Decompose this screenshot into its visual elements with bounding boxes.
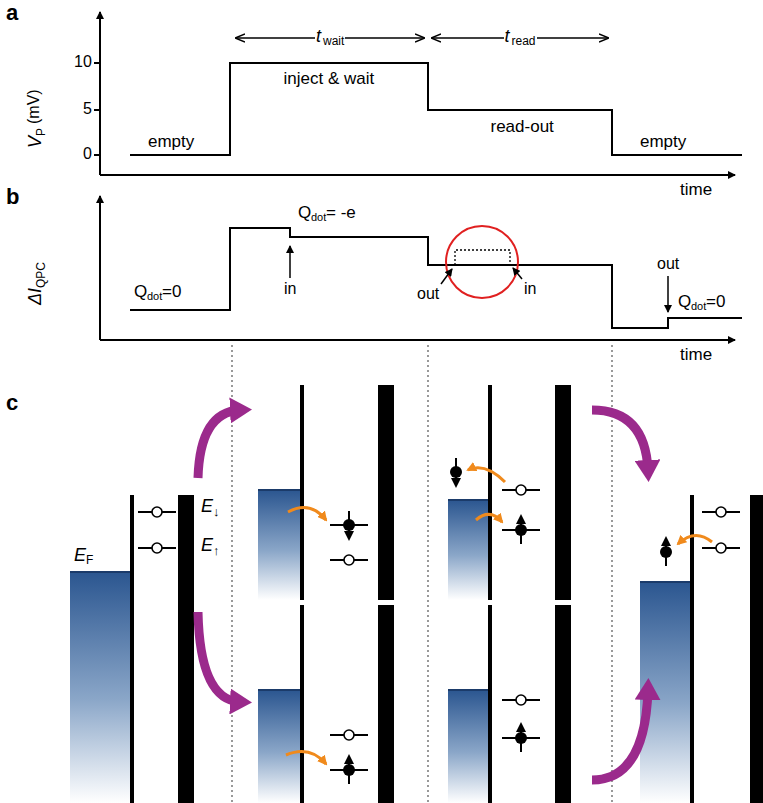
axes-b	[100, 196, 735, 340]
dotted-separators	[232, 345, 612, 803]
sequence-arrows	[198, 410, 648, 780]
charge-label: Q	[298, 204, 311, 221]
charge-label: dot	[311, 212, 326, 223]
charge-label: Q	[134, 283, 147, 300]
qpc-current-trace	[130, 228, 742, 328]
energy-label: ↓	[213, 505, 220, 518]
charge-label: dot	[691, 301, 706, 312]
energy-diagram-empty-left	[70, 495, 194, 803]
event-label: in	[284, 281, 296, 297]
pulse-waveform	[130, 63, 742, 155]
energy-label: E	[74, 546, 86, 564]
highlight-circle	[446, 226, 518, 298]
energy-diagram-empty-right	[640, 495, 763, 803]
phase-label: empty	[640, 133, 686, 150]
event-label: out	[657, 256, 679, 272]
axis-label: P	[35, 128, 47, 136]
panel-letter: a	[6, 2, 18, 24]
tick-label: 10	[74, 54, 92, 70]
interval-label: wait	[322, 35, 345, 47]
event-arrows	[290, 246, 668, 312]
energy-label: E	[201, 536, 213, 554]
interval-label: t	[504, 27, 511, 45]
dotted-blip	[455, 250, 510, 265]
tick-label: 0	[83, 146, 92, 162]
charge-label: dot	[147, 291, 162, 302]
charge-label: Q	[678, 293, 691, 310]
axis-label: (mV)	[26, 89, 42, 124]
axis-label: QPC	[35, 262, 47, 288]
energy-diagram-inject-top	[258, 385, 394, 600]
event-label: in	[524, 281, 536, 297]
energy-diagram-inject-bottom	[258, 605, 394, 803]
interval-label: t	[315, 27, 322, 45]
axis-label: time	[680, 181, 712, 198]
panel-letter: c	[6, 392, 18, 414]
energy-diagram-readout-bottom	[448, 605, 571, 803]
energy-label: E	[201, 497, 213, 515]
phase-label: inject & wait	[284, 70, 375, 87]
energy-label: ↑	[213, 544, 220, 557]
axis-label: ΔI	[26, 288, 44, 305]
energy-diagram-readout-top	[448, 385, 571, 600]
tick-label: 5	[83, 101, 92, 117]
interval-label: read	[511, 35, 537, 47]
energy-label: F	[86, 554, 93, 566]
axis-label: V	[26, 136, 44, 148]
phase-label: read-out	[491, 118, 554, 135]
event-label: out	[417, 286, 439, 302]
charge-label: =0	[162, 283, 181, 300]
phase-label: empty	[148, 133, 194, 150]
axis-label: time	[680, 346, 712, 363]
panel-letter: b	[6, 186, 19, 208]
time-interval-arrows	[236, 37, 608, 38]
axes-a	[94, 12, 735, 175]
charge-label: =0	[706, 293, 725, 310]
charge-label: = -e	[326, 204, 356, 221]
